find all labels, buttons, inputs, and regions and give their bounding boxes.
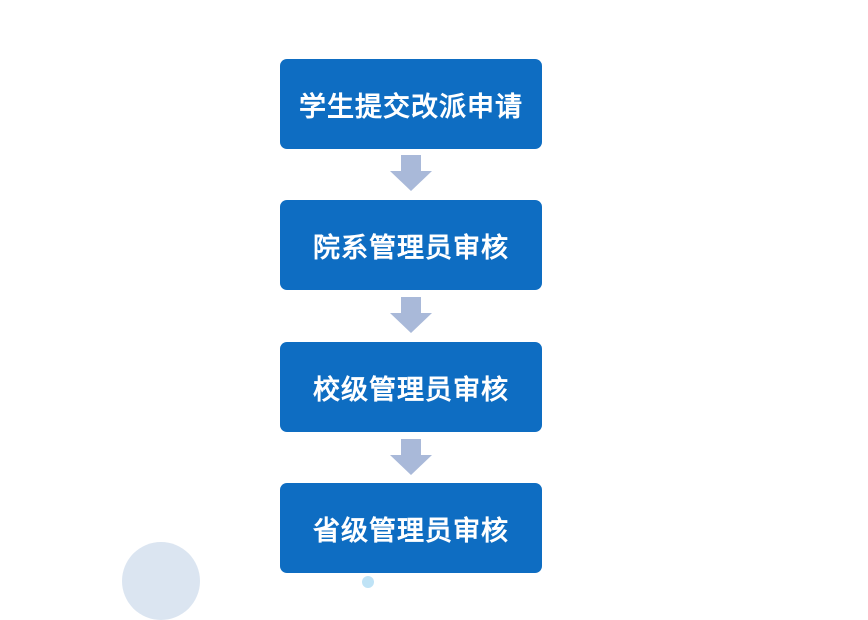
step-label: 学生提交改派申请 (299, 91, 523, 123)
decorative-circle-large (122, 542, 200, 620)
step-label: 院系管理员审核 (313, 232, 509, 264)
step-school-review: 校级管理员审核 (280, 342, 542, 432)
step-province-review: 省级管理员审核 (280, 483, 542, 573)
step-student-submit: 学生提交改派申请 (280, 59, 542, 149)
step-label: 省级管理员审核 (313, 515, 509, 547)
down-arrow-icon (390, 439, 432, 475)
decorative-circle-small (362, 576, 374, 588)
down-arrow-icon (390, 297, 432, 333)
down-arrow-icon (390, 155, 432, 191)
step-label: 校级管理员审核 (313, 374, 509, 406)
step-department-review: 院系管理员审核 (280, 200, 542, 290)
